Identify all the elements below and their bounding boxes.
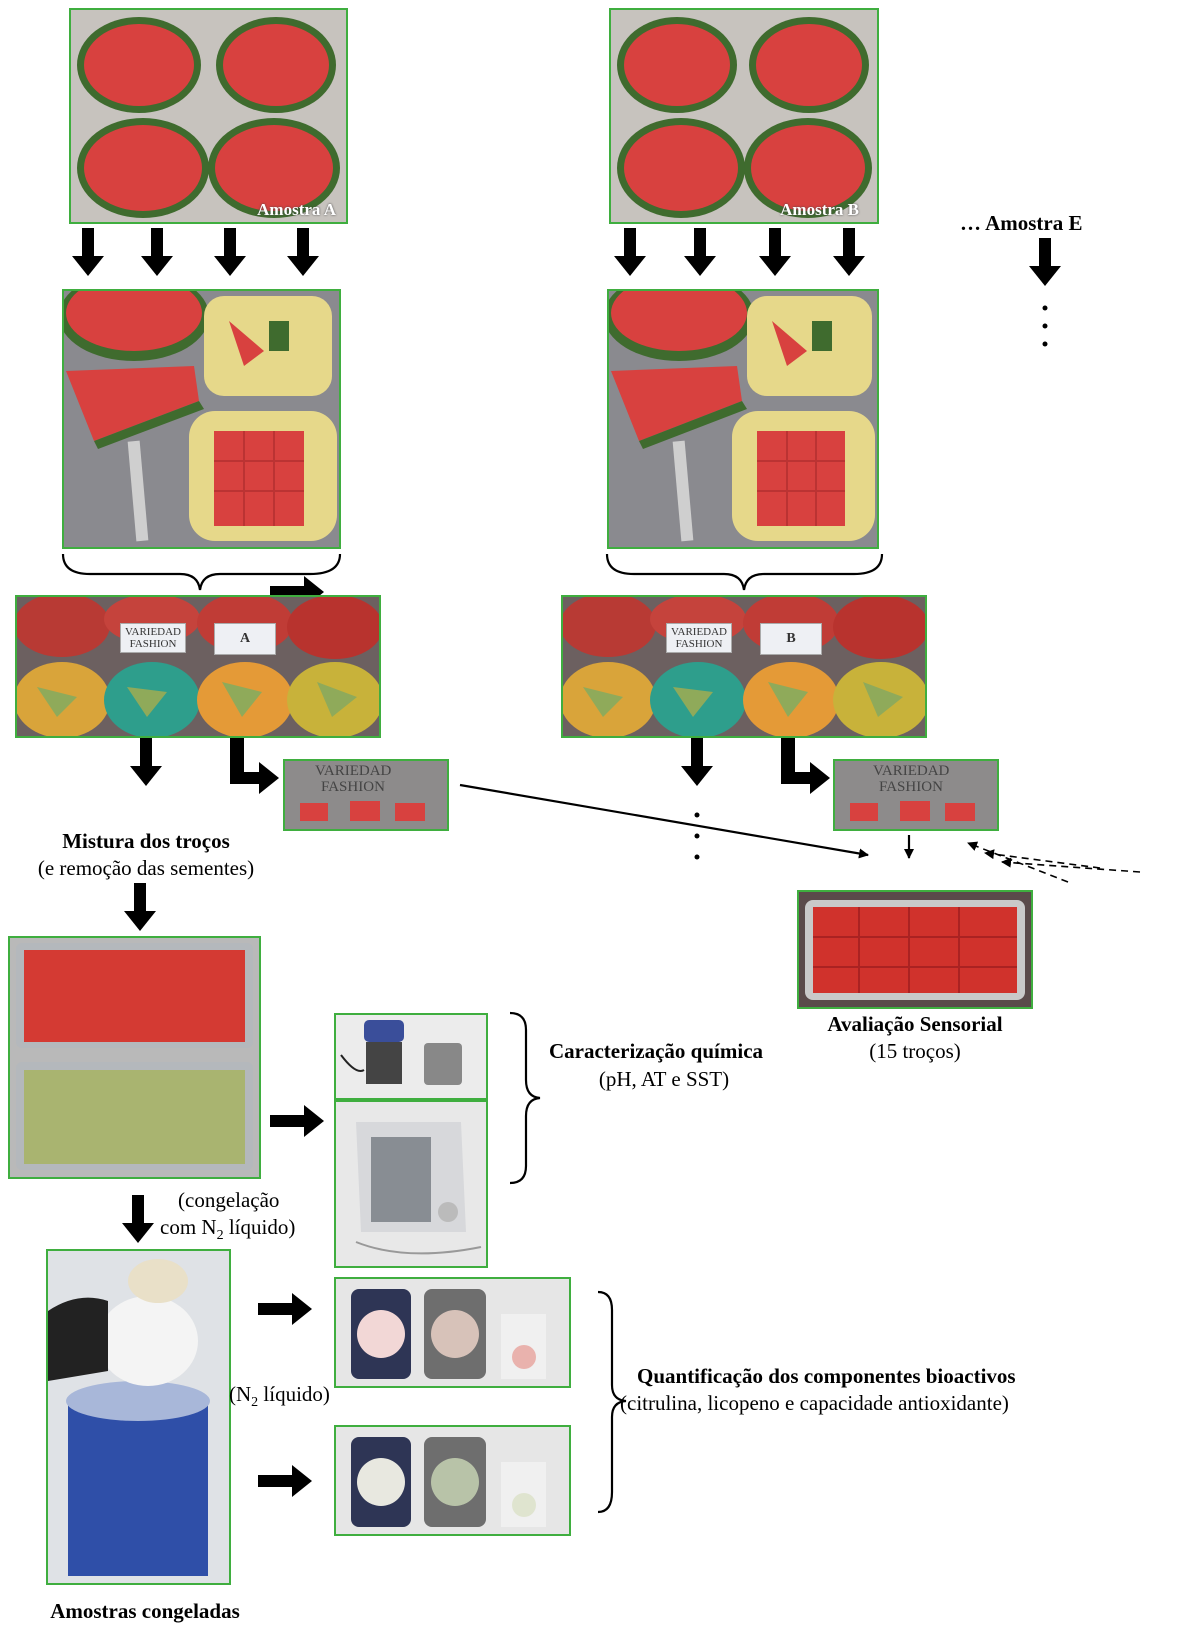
brace-bio bbox=[597, 1290, 627, 1514]
sample-b-caption: Amostra B bbox=[780, 200, 859, 219]
freeze-line2: com N2 líquido) bbox=[160, 1214, 295, 1245]
arrow-b-1 bbox=[614, 228, 646, 276]
sample-a-caption: Amostra A bbox=[257, 200, 336, 219]
sensory-tray-a-line2: FASHION bbox=[321, 779, 385, 795]
arrow-e bbox=[1029, 238, 1061, 286]
photo-sample-b-halves: Amostra B bbox=[609, 8, 879, 224]
arrow-a-1 bbox=[72, 228, 104, 276]
arrow-to-juicer bbox=[270, 1105, 324, 1137]
photo-juicer bbox=[334, 1100, 488, 1268]
photo-sample-b-trays: VARIEDAD FASHION B bbox=[561, 595, 927, 738]
arrow-to-milled-2 bbox=[258, 1465, 312, 1497]
tray-a-variety-card: VARIEDAD FASHION bbox=[120, 623, 186, 654]
ln2-sub: 2 bbox=[251, 1395, 259, 1411]
arrow-to-mixed bbox=[124, 883, 156, 931]
diagonal-arrow-a-sensory bbox=[459, 783, 869, 859]
arrow-mix-a bbox=[130, 738, 162, 786]
ln2-post: líquido) bbox=[258, 1382, 330, 1406]
photo-sample-a-halves: Amostra A bbox=[69, 8, 348, 224]
bio-title: Quantificação dos componentes bioactivos bbox=[637, 1364, 1016, 1388]
photo-milled-sample-1 bbox=[334, 1277, 571, 1388]
sensory-tray-a-line1: VARIEDAD bbox=[315, 763, 392, 779]
brace-chem bbox=[509, 1011, 541, 1185]
photo-sample-b-cutting bbox=[607, 289, 879, 549]
ln2-pre: (N bbox=[229, 1382, 252, 1406]
arrow-a-3 bbox=[214, 228, 246, 276]
mix-title: Mistura dos troços bbox=[62, 829, 230, 853]
sensory-subtitle: (15 troços) bbox=[869, 1039, 961, 1063]
photo-sensory-tray-b: VARIEDAD FASHION bbox=[833, 759, 999, 831]
arrow-b-4 bbox=[833, 228, 865, 276]
tray-b-variety-card: VARIEDAD FASHION bbox=[666, 623, 732, 654]
sensory-title: Avaliação Sensorial bbox=[827, 1012, 1003, 1036]
arrow-to-milled-1 bbox=[258, 1293, 312, 1325]
photo-sensory-evaluation bbox=[797, 890, 1033, 1009]
tray-b-tag: B bbox=[760, 623, 822, 655]
tray-a-variety-line1: VARIEDAD bbox=[124, 626, 182, 638]
photo-grinder bbox=[334, 1013, 488, 1100]
arrow-to-frozen bbox=[122, 1195, 154, 1243]
arrow-b-3 bbox=[759, 228, 791, 276]
tray-b-variety-line2: FASHION bbox=[675, 638, 723, 651]
arrow-mix-b bbox=[681, 738, 713, 786]
sample-e-label: … Amostra E bbox=[960, 211, 1083, 235]
elbow-arrow-b bbox=[781, 738, 830, 794]
freeze-line2-post: líquido) bbox=[223, 1215, 296, 1239]
photo-milled-sample-2 bbox=[334, 1425, 571, 1536]
photo-mixed-pieces bbox=[8, 936, 261, 1179]
photo-frozen-samples bbox=[46, 1249, 231, 1585]
freeze-line2-sub: 2 bbox=[216, 1228, 224, 1244]
frozen-title: Amostras congeladas bbox=[50, 1599, 240, 1623]
ellipsis-dots-b bbox=[694, 812, 700, 860]
photo-sample-a-trays: VARIEDAD FASHION A bbox=[15, 595, 381, 738]
bio-subtitle: (citrulina, licopeno e capacidade antiox… bbox=[620, 1391, 1009, 1415]
ellipsis-dots-e bbox=[1042, 305, 1048, 347]
arrow-a-2 bbox=[141, 228, 173, 276]
chem-subtitle: (pH, AT e SST) bbox=[598, 1067, 730, 1091]
freeze-line2-pre: com N bbox=[160, 1215, 217, 1239]
tray-b-variety-line1: VARIEDAD bbox=[670, 626, 728, 638]
sensory-tray-b-line2: FASHION bbox=[879, 779, 943, 795]
brace-a bbox=[61, 553, 342, 591]
tray-a-tag: A bbox=[214, 623, 276, 655]
tray-a-variety-line2: FASHION bbox=[129, 638, 177, 651]
elbow-arrow-a bbox=[230, 738, 279, 794]
photo-sensory-tray-a: VARIEDAD FASHION bbox=[283, 759, 449, 831]
arrow-a-4 bbox=[287, 228, 319, 276]
arrow-b-2 bbox=[684, 228, 716, 276]
chem-title: Caracterização química bbox=[549, 1039, 764, 1063]
mix-subtitle: (e remoção das sementes) bbox=[37, 856, 255, 880]
ln2-label: (N2 líquido) bbox=[229, 1381, 330, 1412]
freeze-line1: (congelação bbox=[178, 1188, 280, 1212]
dashed-arrow-2 bbox=[984, 849, 1101, 869]
photo-sample-a-cutting bbox=[62, 289, 341, 549]
sensory-tray-b-line1: VARIEDAD bbox=[873, 763, 950, 779]
brace-b bbox=[605, 553, 884, 591]
